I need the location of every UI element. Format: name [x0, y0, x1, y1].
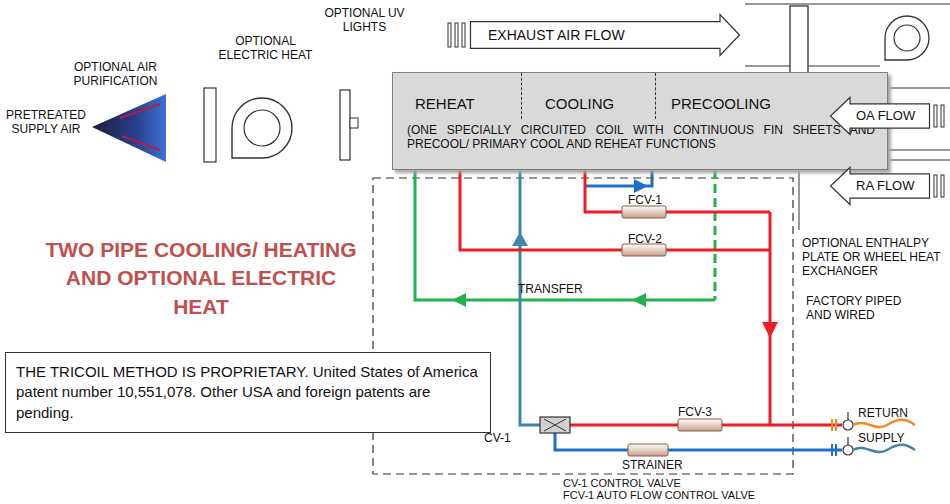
union: [831, 444, 833, 456]
part-label: PRETREATED SUPPLY AIR: [2, 108, 90, 136]
fan-wheel: [244, 110, 280, 146]
heating-pipe-run: [570, 212, 770, 425]
valves: [622, 206, 722, 456]
supply-pipe-run: [520, 170, 540, 425]
duct-line: [745, 3, 950, 4]
electric-heat-panel: [204, 88, 216, 162]
valve-stem: [847, 412, 848, 420]
patent-note-box: THE TRICOIL METHOD IS PROPRIETARY. Unite…: [5, 352, 491, 433]
flow-tail-bar: [455, 23, 458, 47]
coil-note: (ONE SPECIALLY CIRCUITED COIL WITH CONTI…: [407, 123, 875, 152]
flow-tail-bar: [941, 175, 944, 197]
arrow-outline-shape: [471, 15, 740, 56]
heating-pipe: [460, 170, 842, 425]
part-label: OPTIONAL UV LIGHTS: [322, 6, 407, 34]
arrow-outline-shape: [831, 168, 930, 205]
coil-section-label: COOLING: [545, 95, 614, 113]
flow-arrow: [632, 293, 646, 307]
union: [831, 419, 833, 431]
shutoff-valves: [832, 412, 853, 456]
airflow-label: RA FLOW: [856, 167, 915, 205]
diagram-title: TWO PIPE COOLING/ HEATING AND OPTIONAL E…: [36, 236, 366, 321]
part-label: CV-1 CONTROL VALVE: [563, 477, 681, 489]
part-label: RETURN: [858, 406, 908, 420]
heating-pipe-run: [460, 170, 770, 250]
part-label: OPTIONAL ENTHALPY PLATE OR WHEEL HEAT EX…: [802, 236, 945, 278]
duct-line: [745, 65, 880, 66]
part-label: OPTIONAL ELECTRIC HEAT: [218, 34, 313, 62]
coil-section-divider: [655, 73, 656, 119]
union: [835, 419, 837, 431]
part-label: FACTORY PIPED AND WIRED: [806, 294, 914, 322]
ball-valve: [843, 445, 853, 455]
uv-lamp: [350, 118, 358, 128]
flow-tail-bar: [934, 105, 937, 127]
tricoil-box: REHEAT COOLING PRECOOLING (ONE SPECIALLY CI…: [392, 72, 888, 170]
control-valve-mark: [544, 419, 566, 431]
ball-valve: [843, 420, 853, 430]
spacer: [762, 200, 778, 212]
part-label: TRANSFER: [518, 282, 583, 296]
flow-arrow: [634, 179, 648, 193]
part-label: STRAINER: [622, 458, 683, 472]
control-valve: [540, 417, 570, 433]
strainer: [628, 444, 668, 456]
supply-connection: [853, 445, 915, 452]
valve-stem: [847, 437, 848, 445]
part-label: SUPPLY: [858, 431, 904, 445]
arrow-outline-shape: [831, 98, 930, 135]
airflow-label: OA FLOW: [856, 97, 915, 135]
purifier-glow: [122, 136, 160, 150]
flow-tail-bar: [934, 175, 937, 197]
part-label: CV-1: [484, 431, 511, 445]
purifier-glow: [120, 104, 160, 118]
flow-control-valve: [678, 419, 722, 431]
coil-section-divider: [521, 73, 522, 119]
airflow-arrow: RA FLOW: [830, 167, 930, 205]
flow-arrow: [452, 293, 466, 307]
part-label: FCV-2: [628, 232, 662, 246]
patent-note: THE TRICOIL METHOD IS PROPRIETARY. Unite…: [16, 362, 480, 423]
exhaust-fan-housing: [885, 16, 929, 60]
supply-pipe: [520, 170, 540, 425]
union: [835, 444, 837, 456]
transfer-pipe-run: [714, 170, 717, 300]
part-label: OPTIONAL AIR PURIFICATION: [58, 60, 173, 88]
coil-section-label: PRECOOLING: [671, 95, 771, 113]
precool-pipe: [555, 170, 842, 450]
part-label: FCV-3: [678, 405, 712, 419]
part-label: FCV-1: [628, 193, 662, 207]
flow-control-valve: [622, 206, 666, 218]
airflow-arrow: EXHAUST AIR FLOW: [470, 14, 740, 56]
part-label: FCV-1 AUTO FLOW CONTROL VALVE: [563, 489, 755, 501]
fan-housing: [232, 98, 292, 158]
flow-arrow: [762, 322, 778, 338]
flow-arrow: [512, 232, 528, 246]
flow-tail-bar: [448, 23, 451, 47]
airflow-label: EXHAUST AIR FLOW: [488, 14, 625, 56]
return-connection: [853, 420, 915, 427]
purifier-cone: [92, 94, 166, 162]
coil-section-label: REHEAT: [415, 95, 475, 113]
supply-pipe-run: [555, 433, 842, 450]
heating-pipe-run: [585, 170, 770, 212]
flow-tail-bar: [462, 23, 465, 47]
uv-panel: [340, 90, 350, 160]
flow-tail-bar: [941, 105, 944, 127]
airflow-arrow: OA FLOW: [830, 97, 930, 135]
exhaust-fan-wheel: [894, 25, 920, 51]
